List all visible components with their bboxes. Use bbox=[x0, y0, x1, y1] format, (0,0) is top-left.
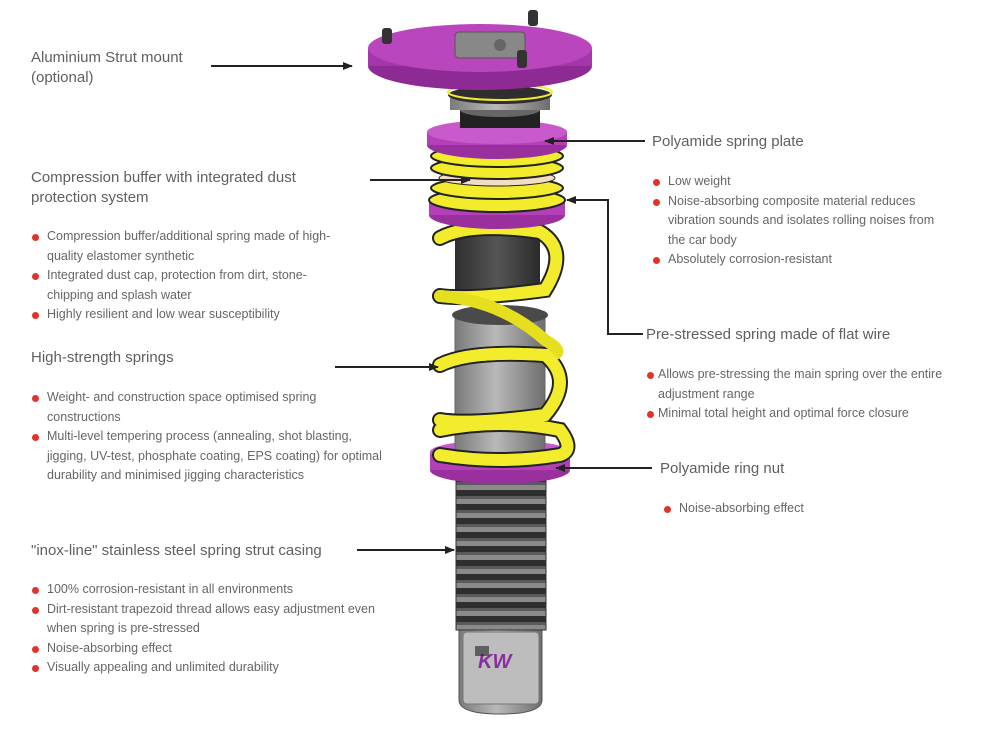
callout-flat-wire: Pre-stressed spring made of flat wire Al… bbox=[646, 325, 976, 424]
bullet-item: Noise-absorbing effect bbox=[663, 499, 943, 519]
bullet-dot-icon bbox=[32, 434, 39, 441]
bullet-dot-icon bbox=[653, 257, 660, 264]
leader-lines bbox=[211, 62, 652, 554]
callout-title: Polyamide ring nut bbox=[660, 460, 785, 477]
bullet-item: Compression buffer/additional spring mad… bbox=[31, 227, 331, 266]
bullet-item: Integrated dust cap, protection from dir… bbox=[31, 266, 331, 305]
flat-wire-spring bbox=[428, 144, 566, 229]
bullet-item: Multi-level tempering process (annealing… bbox=[31, 427, 393, 486]
callout-casing: "inox-line" stainless steel spring strut… bbox=[31, 541, 391, 678]
callout-title: Compression buffer with integrated dust … bbox=[31, 169, 296, 206]
bullet-item: Allows pre-stressing the main spring ove… bbox=[646, 365, 946, 404]
bullet-item: 100% corrosion-resistant in all environm… bbox=[31, 580, 383, 600]
bullet-dot-icon bbox=[32, 606, 39, 614]
callout-title: Aluminium Strut mount (optional) bbox=[31, 49, 183, 86]
arrow-flat-wire bbox=[566, 196, 643, 335]
threaded-casing bbox=[455, 477, 547, 631]
bullet-dot-icon bbox=[32, 645, 39, 653]
callout-spring-plate: Polyamide spring plate Low weight Noise-… bbox=[652, 132, 972, 270]
callout-title: "inox-line" stainless steel spring strut… bbox=[31, 542, 322, 559]
strut-mount bbox=[368, 10, 592, 90]
callout-title: Pre-stressed spring made of flat wire bbox=[646, 326, 891, 343]
bullet-item: Highly resilient and low wear susceptibi… bbox=[31, 305, 331, 325]
bullet-item: Absolutely corrosion-resistant bbox=[652, 250, 952, 270]
callout-springs: High-strength springs Weight- and constr… bbox=[31, 348, 391, 486]
callout-ring-nut: Polyamide ring nut Noise-absorbing effec… bbox=[660, 459, 960, 519]
bullet-dot-icon bbox=[32, 273, 39, 280]
bearing bbox=[447, 83, 553, 128]
bullet-item: Dirt-resistant trapezoid thread allows e… bbox=[31, 600, 383, 639]
bullet-item: Visually appealing and unlimited durabil… bbox=[31, 658, 383, 678]
callout-compression-buffer: Compression buffer with integrated dust … bbox=[31, 168, 361, 325]
bullet-item: Noise-absorbing effect bbox=[31, 639, 383, 659]
bullet-item: Minimal total height and optimal force c… bbox=[646, 404, 946, 424]
callout-title: Polyamide spring plate bbox=[652, 133, 804, 150]
damper-body: KW bbox=[458, 627, 543, 715]
callout-strut-mount: Aluminium Strut mount (optional) bbox=[31, 48, 331, 88]
bullet-item: Low weight bbox=[652, 172, 952, 192]
bullet-item: Weight- and construction space optimised… bbox=[31, 388, 393, 427]
bullet-dot-icon bbox=[664, 506, 671, 513]
bullet-dot-icon bbox=[647, 372, 654, 379]
bullet-dot-icon bbox=[653, 198, 660, 206]
callout-title: High-strength springs bbox=[31, 349, 174, 366]
bullet-dot-icon bbox=[653, 179, 660, 186]
bullet-dot-icon bbox=[32, 312, 39, 319]
bullet-dot-icon bbox=[32, 395, 39, 402]
bullet-dot-icon bbox=[647, 411, 654, 418]
bullet-dot-icon bbox=[32, 234, 39, 241]
bullet-dot-icon bbox=[32, 587, 39, 594]
kw-logo: KW bbox=[478, 651, 513, 673]
bullet-dot-icon bbox=[32, 665, 39, 672]
bullet-item: Noise-absorbing composite material reduc… bbox=[652, 192, 952, 251]
